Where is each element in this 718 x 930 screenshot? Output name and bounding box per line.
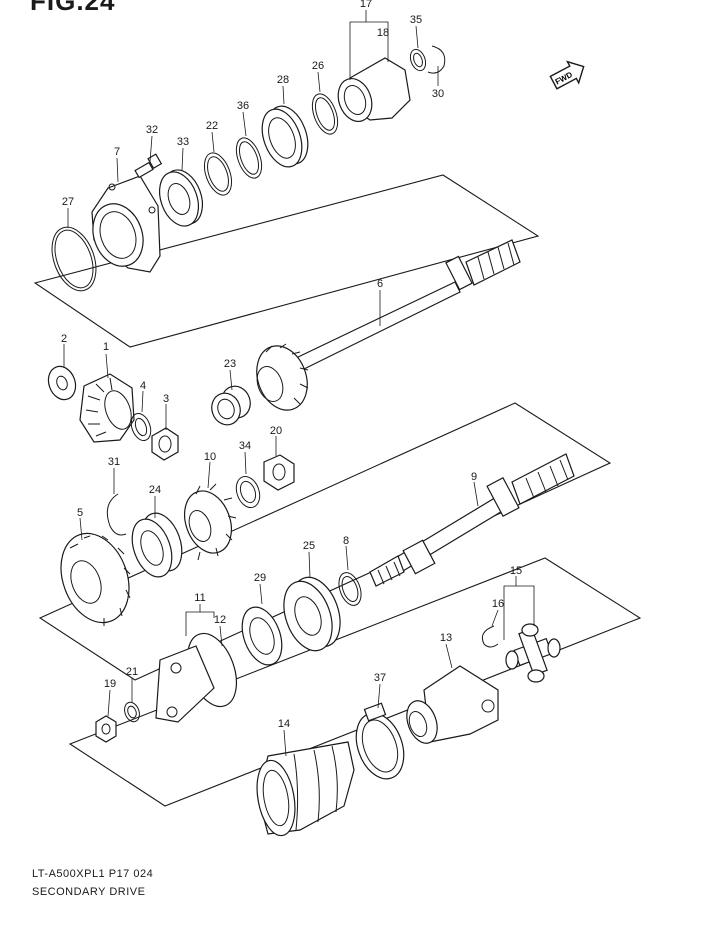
callout-28: 28	[277, 74, 289, 86]
callout-7: 7	[114, 146, 120, 158]
callout-26: 26	[312, 60, 324, 72]
callout-22: 22	[206, 120, 218, 132]
part-9-drive-shaft	[369, 453, 575, 587]
part-1-bevel-gear	[79, 373, 135, 443]
callout-14: 14	[278, 718, 290, 730]
callout-29: 29	[254, 572, 266, 584]
callout-labels: 1 2 3 4 5 6 7 8 9 10 11 12 13 14 15 16 1…	[61, 0, 522, 730]
part-4-washer	[130, 412, 152, 442]
callout-25: 25	[303, 540, 315, 552]
part-6-pinion-gear	[256, 343, 309, 411]
part-5-ring-gear	[60, 532, 131, 626]
callout-31: 31	[108, 456, 120, 468]
panel-lower	[68, 557, 642, 807]
callout-1: 1	[103, 341, 109, 353]
part-33-bearing	[158, 169, 204, 227]
part-27-o-ring	[51, 226, 97, 292]
part-13-yoke	[406, 665, 499, 744]
part-22-shim	[203, 152, 233, 196]
callout-18: 18	[377, 27, 389, 39]
section-name: SECONDARY DRIVE	[32, 886, 146, 898]
part-29-oil-seal	[241, 606, 283, 666]
callout-37: 37	[374, 672, 386, 684]
callout-16: 16	[492, 598, 504, 610]
part-36-circlip	[235, 137, 263, 179]
panel-middle	[38, 402, 612, 681]
part-30-circlip	[427, 45, 446, 74]
callout-8: 8	[343, 535, 349, 547]
part-35-washer	[409, 48, 427, 72]
callout-13: 13	[440, 632, 452, 644]
part-11-yoke	[155, 632, 238, 723]
leader-lines	[63, 10, 535, 757]
part-19-nut	[95, 715, 117, 743]
callout-36: 36	[237, 100, 249, 112]
part-2-washer	[47, 365, 77, 401]
fwd-arrow-icon: FWD	[549, 60, 585, 90]
callout-5: 5	[77, 507, 83, 519]
callout-12: 12	[214, 614, 226, 626]
part-20-nut	[263, 454, 295, 491]
callout-21: 21	[126, 666, 138, 678]
part-21-washer	[124, 701, 140, 723]
callout-30: 30	[432, 88, 444, 100]
callout-27: 27	[62, 196, 74, 208]
callout-3: 3	[163, 393, 169, 405]
callout-20: 20	[270, 425, 282, 437]
callout-6: 6	[377, 278, 383, 290]
callout-11: 11	[194, 592, 205, 604]
part-16-circlip	[481, 625, 499, 648]
part-10-gear	[184, 483, 237, 561]
part-32-bolt	[134, 153, 163, 179]
part-7-bearing-housing	[91, 175, 161, 273]
callout-33: 33	[177, 136, 189, 148]
callout-34: 34	[239, 440, 251, 452]
part-28-seal	[261, 105, 309, 168]
part-8-o-ring	[338, 572, 362, 606]
callout-32: 32	[146, 124, 158, 136]
part-31-circlip	[106, 493, 127, 536]
callout-19: 19	[104, 678, 116, 690]
figure-title: FIG.24	[30, 0, 116, 16]
callout-10: 10	[204, 451, 216, 463]
callout-35: 35	[410, 14, 422, 26]
part-25-bearing	[283, 576, 341, 652]
callout-17: 17	[360, 0, 372, 10]
panel-upper	[33, 174, 540, 348]
part-18-housing-cover	[337, 57, 411, 122]
model-code: LT-A500XPL1 P17 024	[32, 868, 154, 880]
part-14-rubber-boot	[256, 741, 355, 837]
part-23-needle-bearing	[211, 385, 251, 426]
callout-24: 24	[149, 484, 161, 496]
part-24-bearing	[131, 512, 183, 578]
part-3-nut	[151, 427, 179, 461]
part-34-washer	[235, 476, 261, 508]
callout-2: 2	[61, 333, 67, 345]
part-37-boot-clamp	[355, 702, 405, 780]
callout-23: 23	[224, 358, 236, 370]
part-15-universal-joint	[505, 623, 561, 683]
callout-9: 9	[471, 471, 477, 483]
callout-4: 4	[140, 380, 146, 392]
part-6-pinion-shaft	[295, 239, 521, 371]
part-26-o-ring	[311, 93, 339, 135]
callout-15: 15	[510, 565, 522, 577]
